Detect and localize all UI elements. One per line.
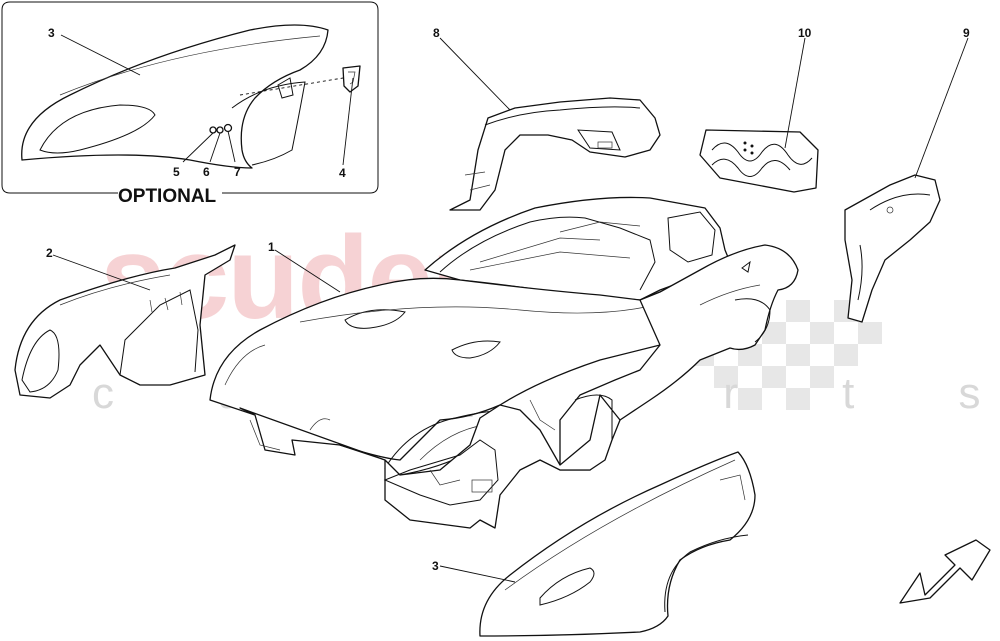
part-3-front-fender — [479, 451, 756, 637]
part-10-heat-shield — [699, 129, 819, 193]
optional-label: OPTIONAL — [118, 186, 217, 207]
optional-inset: OPTIONAL — [1, 1, 379, 207]
callout-5: 5 — [173, 165, 180, 179]
direction-arrow-icon — [899, 539, 991, 604]
callout-2: 2 — [46, 246, 53, 260]
callout-7: 7 — [234, 165, 241, 179]
callout-labels: 3 4 5 6 7 8 10 9 2 1 3 — [46, 26, 970, 573]
part-8-rear-inner-panel — [449, 97, 661, 211]
part-1-body-shell — [209, 196, 799, 529]
callout-leaders — [52, 34, 969, 583]
part-2-front-inner-panel — [14, 244, 236, 399]
callout-3a: 3 — [48, 26, 55, 40]
callout-1: 1 — [268, 240, 275, 254]
callout-4: 4 — [339, 166, 346, 180]
callout-9: 9 — [963, 26, 970, 40]
callout-10: 10 — [798, 26, 812, 40]
callout-6: 6 — [203, 165, 210, 179]
callout-8: 8 — [433, 26, 440, 40]
callout-3b: 3 — [432, 559, 439, 573]
optional-fender — [21, 24, 329, 169]
part-9-rear-wheelhouse — [844, 174, 941, 323]
